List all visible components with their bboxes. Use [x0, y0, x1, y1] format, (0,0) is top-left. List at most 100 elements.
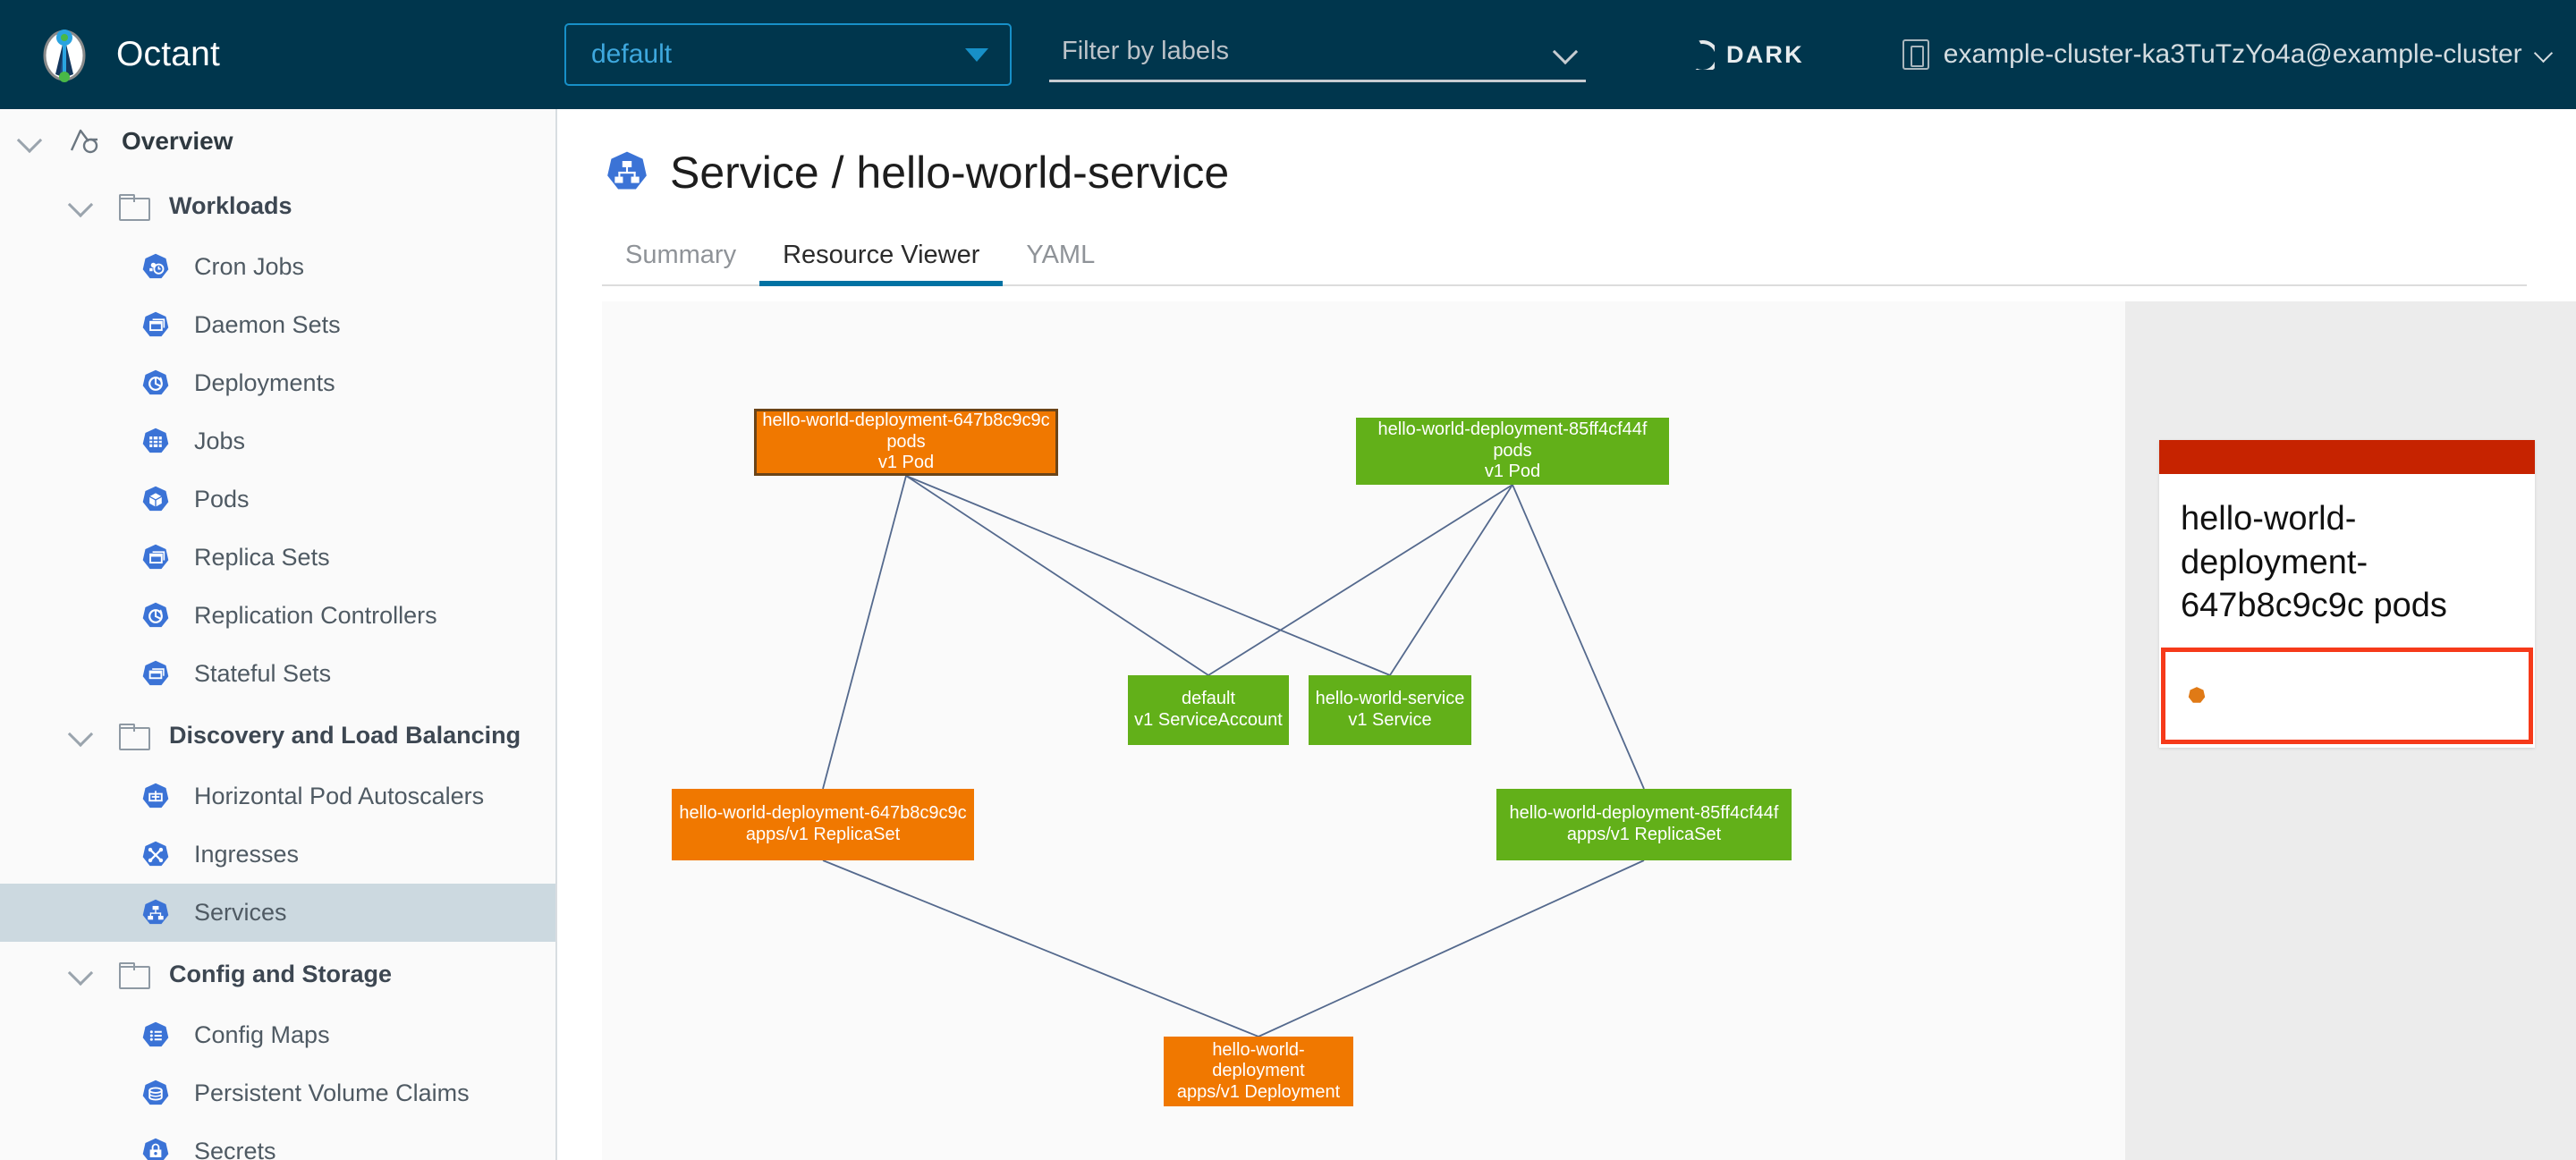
graph-node-kind: apps/v1 ReplicaSet	[745, 825, 901, 844]
chevron-down-icon	[2535, 46, 2553, 64]
theme-toggle[interactable]: DARK	[1684, 39, 1804, 70]
graph-node-title: hello-world-deployment-85ff4cf44f	[1509, 803, 1779, 824]
sidebar-item-services[interactable]: Services	[0, 884, 555, 942]
cluster-context-value: example-cluster-ka3TuTzYo4a@example-clus…	[1943, 39, 2522, 69]
brand[interactable]: Octant	[36, 26, 557, 83]
sidebar-item-pods[interactable]: Pods	[0, 470, 555, 529]
sidebar-item-overview[interactable]: Overview	[0, 109, 555, 174]
sidebar-item-label: Ingresses	[194, 841, 300, 868]
sidebar-item-stateful-sets[interactable]: Stateful Sets	[0, 645, 555, 703]
sidebar-item-config-and-storage[interactable]: Config and Storage	[0, 942, 555, 1006]
sidebar-item-label: Cron Jobs	[194, 253, 305, 280]
graph-node-kind: v1 Pod	[877, 453, 935, 473]
sidebar-item-persistent-volume-claims[interactable]: Persistent Volume Claims	[0, 1064, 555, 1122]
graph-edge	[1389, 484, 1513, 676]
sidebar-item-label: Horizontal Pod Autoscalers	[194, 783, 485, 809]
sidebar-item-discovery-and-load-balancing[interactable]: Discovery and Load Balancing	[0, 703, 555, 767]
detail-status-box	[2161, 647, 2533, 744]
sidebar-item-label: Persistent Volume Claims	[194, 1080, 470, 1106]
sidebar-item-label: Stateful Sets	[194, 660, 332, 687]
label-filter[interactable]: Filter by labels	[1049, 27, 1586, 82]
tab-yaml[interactable]: YAML	[1026, 241, 1096, 269]
folder-icon	[119, 194, 150, 221]
k8s-pvc-icon	[140, 1079, 171, 1109]
graph-node-title: hello-world-deployment	[1212, 1039, 1305, 1081]
k8s-ingress-icon	[140, 840, 171, 870]
k8s-job-icon	[140, 427, 171, 457]
page-header: Service / hello-world-service	[559, 109, 2576, 199]
sidebar-item-label: Secrets	[194, 1138, 276, 1160]
sidebar-item-label: Services	[194, 899, 287, 926]
k8s-deployment-icon	[140, 368, 171, 399]
folder-icon	[119, 962, 150, 989]
label-filter-placeholder: Filter by labels	[1062, 37, 1229, 65]
sidebar-item-horizontal-pod-autoscalers[interactable]: Horizontal Pod Autoscalers	[0, 767, 555, 826]
k8s-hpa-icon	[140, 782, 171, 812]
k8s-rc-icon	[140, 601, 171, 631]
sidebar-item-jobs[interactable]: Jobs	[0, 412, 555, 470]
k8s-secret-icon	[140, 1137, 171, 1160]
sidebar-item-label: Workloads	[169, 191, 292, 219]
sidebar-item-replication-controllers[interactable]: Replication Controllers	[0, 587, 555, 645]
folder-icon	[119, 724, 150, 750]
sidebar-item-workloads[interactable]: Workloads	[0, 174, 555, 238]
cluster-icon	[1902, 39, 1929, 70]
chevron-down-icon[interactable]	[16, 128, 43, 155]
octant-logo-icon	[36, 26, 93, 83]
sidebar-item-label: Daemon Sets	[194, 311, 341, 338]
graph-node-title: hello-world-deployment-647b8c9c9c pods	[762, 411, 1050, 452]
overview-icon	[68, 127, 102, 156]
sidebar-item-label: Overview	[122, 127, 233, 155]
sidebar-item-cron-jobs[interactable]: Cron Jobs	[0, 238, 555, 296]
detail-pane: hello-world-deployment-647b8c9c9c pods	[2125, 301, 2576, 1160]
sidebar-item-daemon-sets[interactable]: Daemon Sets	[0, 296, 555, 354]
graph-node-title: hello-world-service	[1315, 689, 1465, 709]
sidebar-item-label: Jobs	[194, 428, 246, 454]
namespace-select[interactable]: default	[564, 23, 1012, 86]
moon-icon	[1684, 39, 1715, 70]
sidebar-item-label: Pods	[194, 486, 250, 512]
graph-edge	[822, 859, 1259, 1037]
node-detail-card[interactable]: hello-world-deployment-647b8c9c9c pods	[2159, 440, 2535, 748]
graph-edge	[905, 475, 1391, 676]
graph-edge	[822, 475, 907, 790]
page-title: Service / hello-world-service	[670, 148, 1230, 198]
chevron-down-icon[interactable]	[67, 192, 94, 219]
k8s-cronjob-icon	[140, 252, 171, 283]
detail-accent-bar	[2159, 440, 2535, 474]
k8s-configmap-icon	[140, 1020, 171, 1051]
chevron-down-icon[interactable]	[67, 722, 94, 749]
sidebar-item-ingresses[interactable]: Ingresses	[0, 826, 555, 884]
sidebar-item-deployments[interactable]: Deployments	[0, 354, 555, 412]
graph-node-title: hello-world-deployment-647b8c9c9c	[679, 803, 967, 824]
chevron-down-icon[interactable]	[1554, 40, 1577, 64]
sidebar-item-label: Replica Sets	[194, 544, 330, 571]
sidebar-item-config-maps[interactable]: Config Maps	[0, 1006, 555, 1064]
sidebar-item-replica-sets[interactable]: Replica Sets	[0, 529, 555, 587]
graph-node-kind: v1 ServiceAccount	[1134, 710, 1283, 730]
graph-edge	[1258, 859, 1645, 1037]
k8s-statefulset-icon	[140, 659, 171, 690]
chevron-down-icon[interactable]	[67, 961, 94, 987]
graph-edge	[1512, 484, 1645, 790]
tab-summary[interactable]: Summary	[625, 241, 737, 269]
sidebar-item-label: Discovery and Load Balancing	[169, 721, 521, 749]
tab-bar: Summary Resource Viewer YAML	[602, 231, 2527, 286]
detail-node-name: hello-world-deployment-647b8c9c9c pods	[2181, 500, 2447, 625]
graph-node-kind: apps/v1 Deployment	[1176, 1081, 1341, 1102]
sidebar-item-secrets[interactable]: Secrets	[0, 1122, 555, 1160]
cluster-context-select[interactable]: example-cluster-ka3TuTzYo4a@example-clus…	[1902, 39, 2553, 70]
tab-resource-viewer[interactable]: Resource Viewer	[759, 241, 1004, 286]
graph-node-kind: v1 Pod	[1484, 461, 1541, 482]
graph-node-kind: v1 Service	[1348, 710, 1432, 730]
